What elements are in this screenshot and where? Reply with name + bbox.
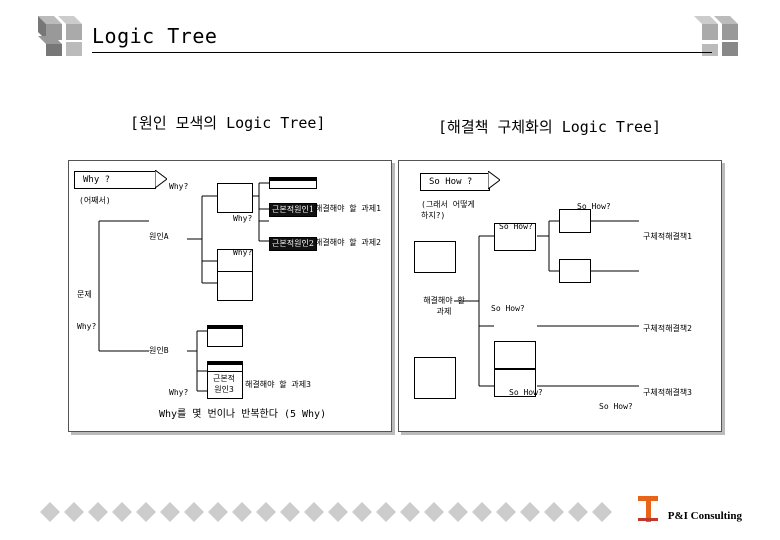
page-title: Logic Tree: [92, 24, 218, 48]
title-divider: [92, 52, 712, 53]
why-label: Why?: [233, 214, 253, 223]
logo-icon: [38, 16, 82, 56]
arrow-head-icon: [155, 170, 167, 189]
why-arrow-label: Why ?: [83, 175, 111, 185]
cause-b-label: 원인B: [149, 346, 169, 355]
solution-box: [494, 369, 536, 397]
task-3-label: 해결해야 할 과제3: [245, 380, 311, 389]
root-cause-3-label: 근본적 원인3: [212, 374, 236, 394]
so-how-label: So How?: [509, 388, 543, 397]
pi-logo-icon: [638, 496, 658, 522]
cause-box: [269, 177, 317, 189]
cause-tree-panel: 근본적원인1 근본적원인2 해결해야 할 과제1 해결해야 할 과제2 원인A …: [68, 160, 392, 432]
so-how-label: So How?: [491, 304, 525, 313]
why-left-label: Why?: [77, 322, 97, 331]
why-arrow: Why ?: [74, 171, 156, 189]
cause-tree-lines: [98, 182, 269, 392]
left-subtitle: [원인 모색의 Logic Tree]: [130, 114, 326, 132]
cause-a-label: 원인A: [149, 232, 169, 241]
so-how-arrow: So How ?: [420, 173, 490, 191]
so-how-arrow-label: So How ?: [429, 177, 473, 187]
solution-box: [559, 209, 591, 233]
caption: Why를 몇 번이나 반복한다 (5 Why): [159, 409, 327, 420]
brand-name: P&I Consulting: [667, 510, 742, 522]
logo-icon: [694, 16, 738, 56]
geuraeseo-label: (그래서 어떻게 하지?): [421, 200, 475, 220]
cause-box: [207, 325, 243, 347]
solution-1-label: 구체적해결책1: [643, 232, 692, 241]
solution-2-label: 구체적해결책2: [643, 324, 692, 333]
task-2-label: 해결해야 할 과제2: [315, 238, 381, 247]
cause-box: [217, 271, 253, 301]
task-1-label: 해결해야 할 과제1: [315, 204, 381, 213]
solution-3-label: 구체적해결책3: [643, 388, 692, 397]
solution-tree-lines: [454, 220, 639, 387]
root-cause-2: 근본적원인2: [269, 237, 317, 251]
so-how-label: So How?: [577, 202, 611, 211]
solution-box: [494, 341, 536, 369]
solution-box: [414, 357, 456, 399]
why-label: Why?: [169, 182, 189, 191]
cause-box: [217, 183, 253, 213]
problem-label: 문제: [77, 290, 92, 299]
footer-pattern-icon: [40, 502, 612, 522]
why-bottom-label: Why?: [169, 388, 189, 397]
right-subtitle: [해결책 구체화의 Logic Tree]: [438, 118, 662, 136]
so-how-label: So How?: [499, 222, 533, 231]
eoje-label: (어째서): [79, 196, 111, 205]
solution-tree-panel: 해결해야 할 과제 (그래서 어떻게 하지?) So How? So How? …: [398, 160, 722, 432]
task-label: 해결해야 할 과제: [423, 296, 465, 316]
arrow-head-icon: [488, 171, 500, 190]
why-label: Why?: [233, 248, 253, 257]
solution-box: [414, 241, 456, 273]
solution-box: [559, 259, 591, 283]
so-how-label: So How?: [599, 402, 633, 411]
root-cause-3-box: [207, 371, 243, 399]
root-cause-1: 근본적원인1: [269, 203, 317, 217]
solution-box: [494, 223, 536, 251]
